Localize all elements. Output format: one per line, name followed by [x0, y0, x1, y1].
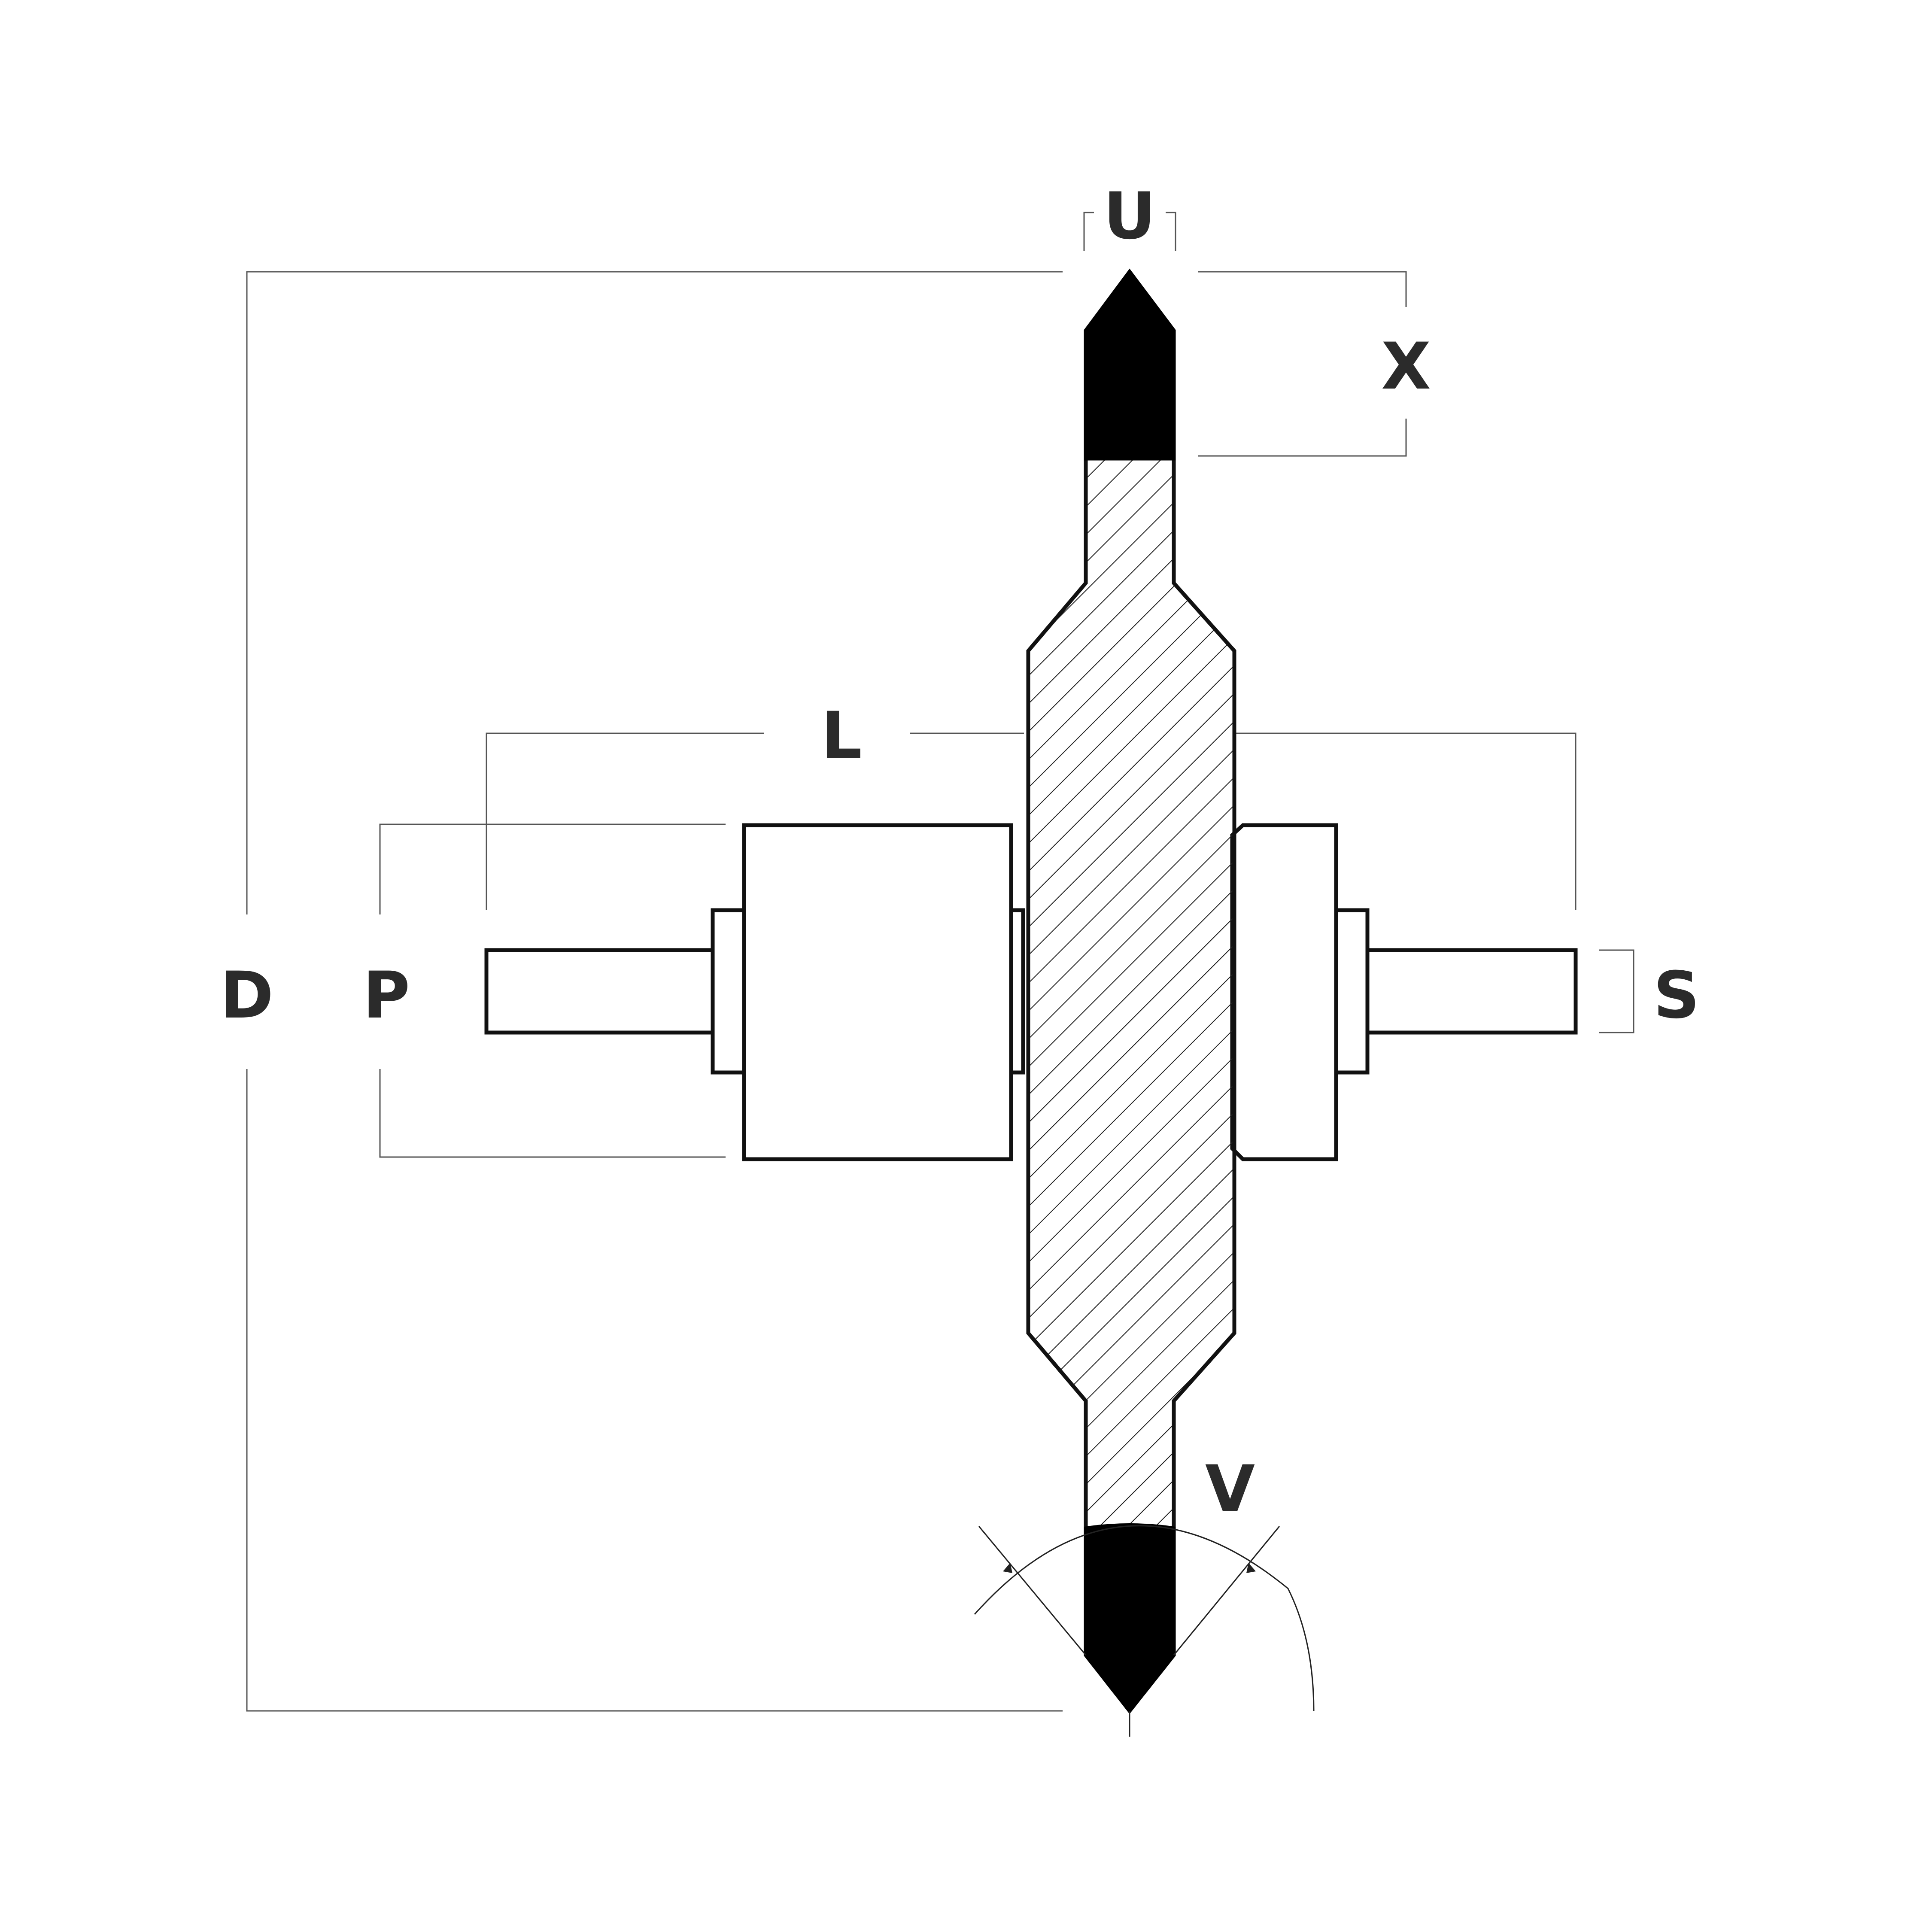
- label-v: V: [1205, 1452, 1255, 1527]
- dimension-l-bracket: [486, 732, 1577, 910]
- angle-v-indicator: [974, 1525, 1315, 1737]
- dimension-s-bracket: [1599, 949, 1634, 1033]
- angle-arrow-right: [1246, 1563, 1256, 1573]
- label-p: P: [363, 958, 410, 1033]
- label-l: L: [821, 699, 862, 773]
- left-spacer: [1009, 908, 1025, 1075]
- bottom-abrasive-tip: [1084, 1523, 1176, 1714]
- label-x: X: [1381, 329, 1431, 404]
- dimension-d-bracket: [246, 271, 1063, 1712]
- dimension-p-bracket: [379, 823, 726, 1158]
- dimension-u-bracket: [1083, 212, 1176, 251]
- dimension-x-bracket: [1198, 271, 1407, 457]
- label-s: S: [1653, 958, 1700, 1033]
- wheel-body-hatched: [1026, 456, 1236, 1531]
- right-hub: [1230, 823, 1338, 1161]
- left-collar: [711, 908, 746, 1075]
- label-d: D: [220, 958, 274, 1033]
- label-u: U: [1103, 179, 1156, 254]
- left-shaft: [484, 948, 715, 1035]
- right-shaft: [1365, 948, 1578, 1035]
- top-abrasive-tip: [1084, 268, 1176, 461]
- right-collar: [1334, 908, 1370, 1075]
- left-hub: [742, 823, 1013, 1161]
- angle-arrow-left: [1003, 1563, 1012, 1573]
